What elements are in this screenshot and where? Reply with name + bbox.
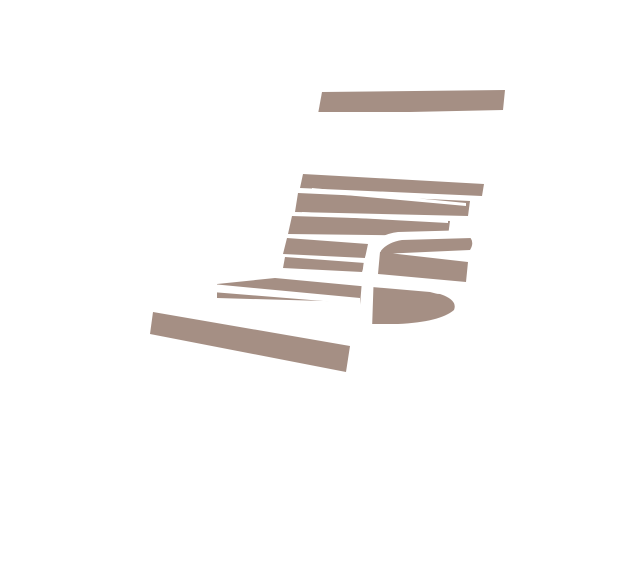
frame-slat-divider-1 (312, 188, 466, 206)
seat-back-slat-3 (283, 257, 365, 272)
seat-back-slat-1 (283, 238, 368, 258)
back-slat-2 (295, 193, 470, 216)
frame-seat-edge (212, 284, 360, 304)
front-strap (150, 312, 350, 372)
back-slat-3 (288, 216, 450, 236)
back-slat-1 (300, 174, 484, 196)
seat-strap-right (372, 290, 455, 324)
frame-slat-divider-2 (302, 212, 448, 223)
frame-arm-tube (358, 230, 472, 330)
frame-top-bar (318, 112, 503, 122)
seat-back-slat-2 (378, 252, 468, 282)
headrest-strap (318, 90, 505, 114)
